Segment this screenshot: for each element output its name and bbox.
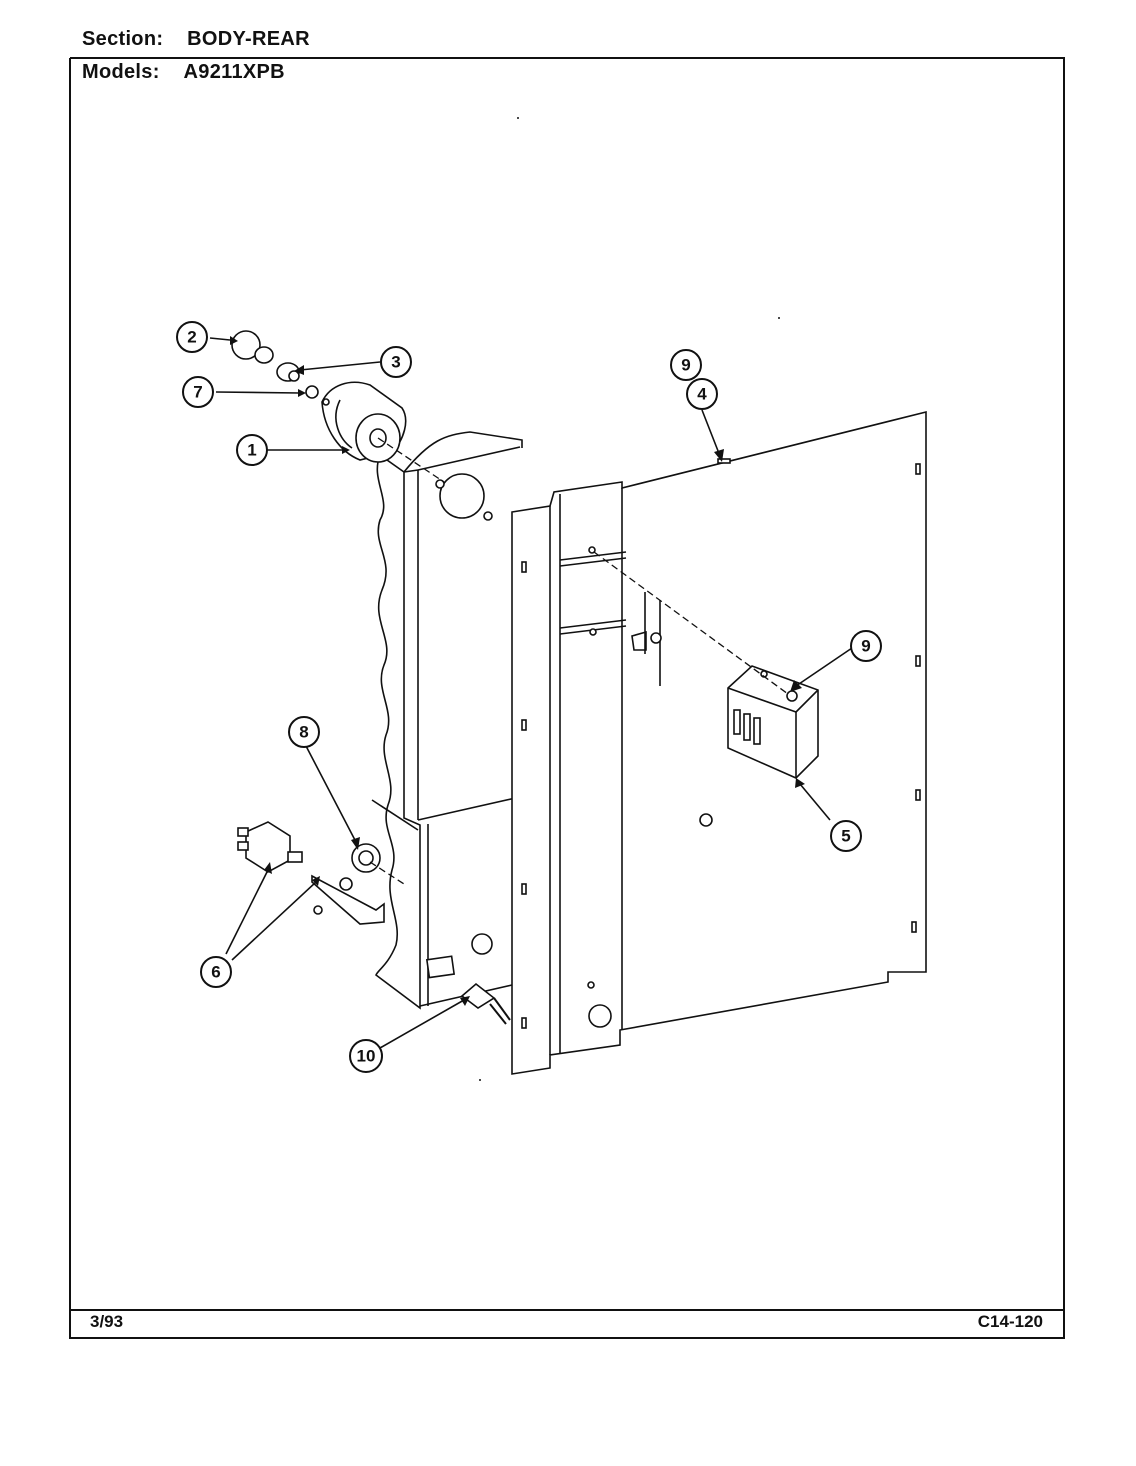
section-label: Section:: [82, 28, 164, 50]
part-7-washer: [305, 385, 330, 406]
callout-2: 2: [176, 321, 208, 353]
rear-panel: [511, 410, 927, 1075]
svg-text:10: 10: [357, 1047, 376, 1066]
vent-opening: [439, 473, 485, 519]
callout-9-top: 9: [670, 349, 702, 381]
callout-1: 1: [236, 434, 268, 466]
frame-border-outline: [69, 57, 1065, 1339]
callout-10: 10: [349, 1039, 383, 1073]
leader-dashed-5: [593, 551, 789, 695]
svg-text:1: 1: [247, 441, 256, 460]
svg-text:6: 6: [211, 963, 220, 982]
svg-text:7: 7: [193, 383, 202, 402]
models-heading: Models: A9211XPB: [82, 61, 285, 84]
section-heading: Section: BODY-REAR: [82, 28, 310, 51]
cabinet-side-panel: [371, 431, 523, 1010]
svg-text:9: 9: [861, 637, 870, 656]
part-10-cord: [460, 982, 511, 1025]
footer-date: 3/93: [90, 1312, 124, 1331]
svg-text:4: 4: [697, 385, 707, 404]
section-value: BODY-REAR: [187, 28, 310, 50]
svg-text:9: 9: [681, 356, 690, 375]
models-label: Models:: [82, 61, 160, 83]
svg-text:8: 8: [299, 723, 308, 742]
leader-dashed-8: [369, 861, 405, 885]
part-5-terminal-block: [727, 665, 819, 779]
callout-5: 5: [830, 820, 862, 852]
part-6-bracket: [311, 874, 385, 925]
svg-text:3: 3: [391, 353, 400, 372]
leader-lines: [209, 336, 853, 1049]
callout-3: 3: [380, 346, 412, 378]
callout-9-right: 9: [850, 630, 882, 662]
models-value: A9211XPB: [183, 61, 285, 83]
leader-dashed-1: [377, 437, 445, 483]
svg-text:2: 2: [187, 328, 196, 347]
footer-page-code: C14-120: [977, 1312, 1043, 1331]
part-6-switch: [237, 821, 303, 873]
callout-4: 4: [686, 378, 718, 410]
callout-8: 8: [288, 716, 320, 748]
callout-7: 7: [182, 376, 214, 408]
part-3-fitting: [276, 362, 300, 382]
part-2-knob: [231, 330, 274, 364]
callout-6: 6: [200, 956, 232, 988]
part-8-grommet: [351, 843, 381, 873]
svg-text:5: 5: [841, 827, 850, 846]
